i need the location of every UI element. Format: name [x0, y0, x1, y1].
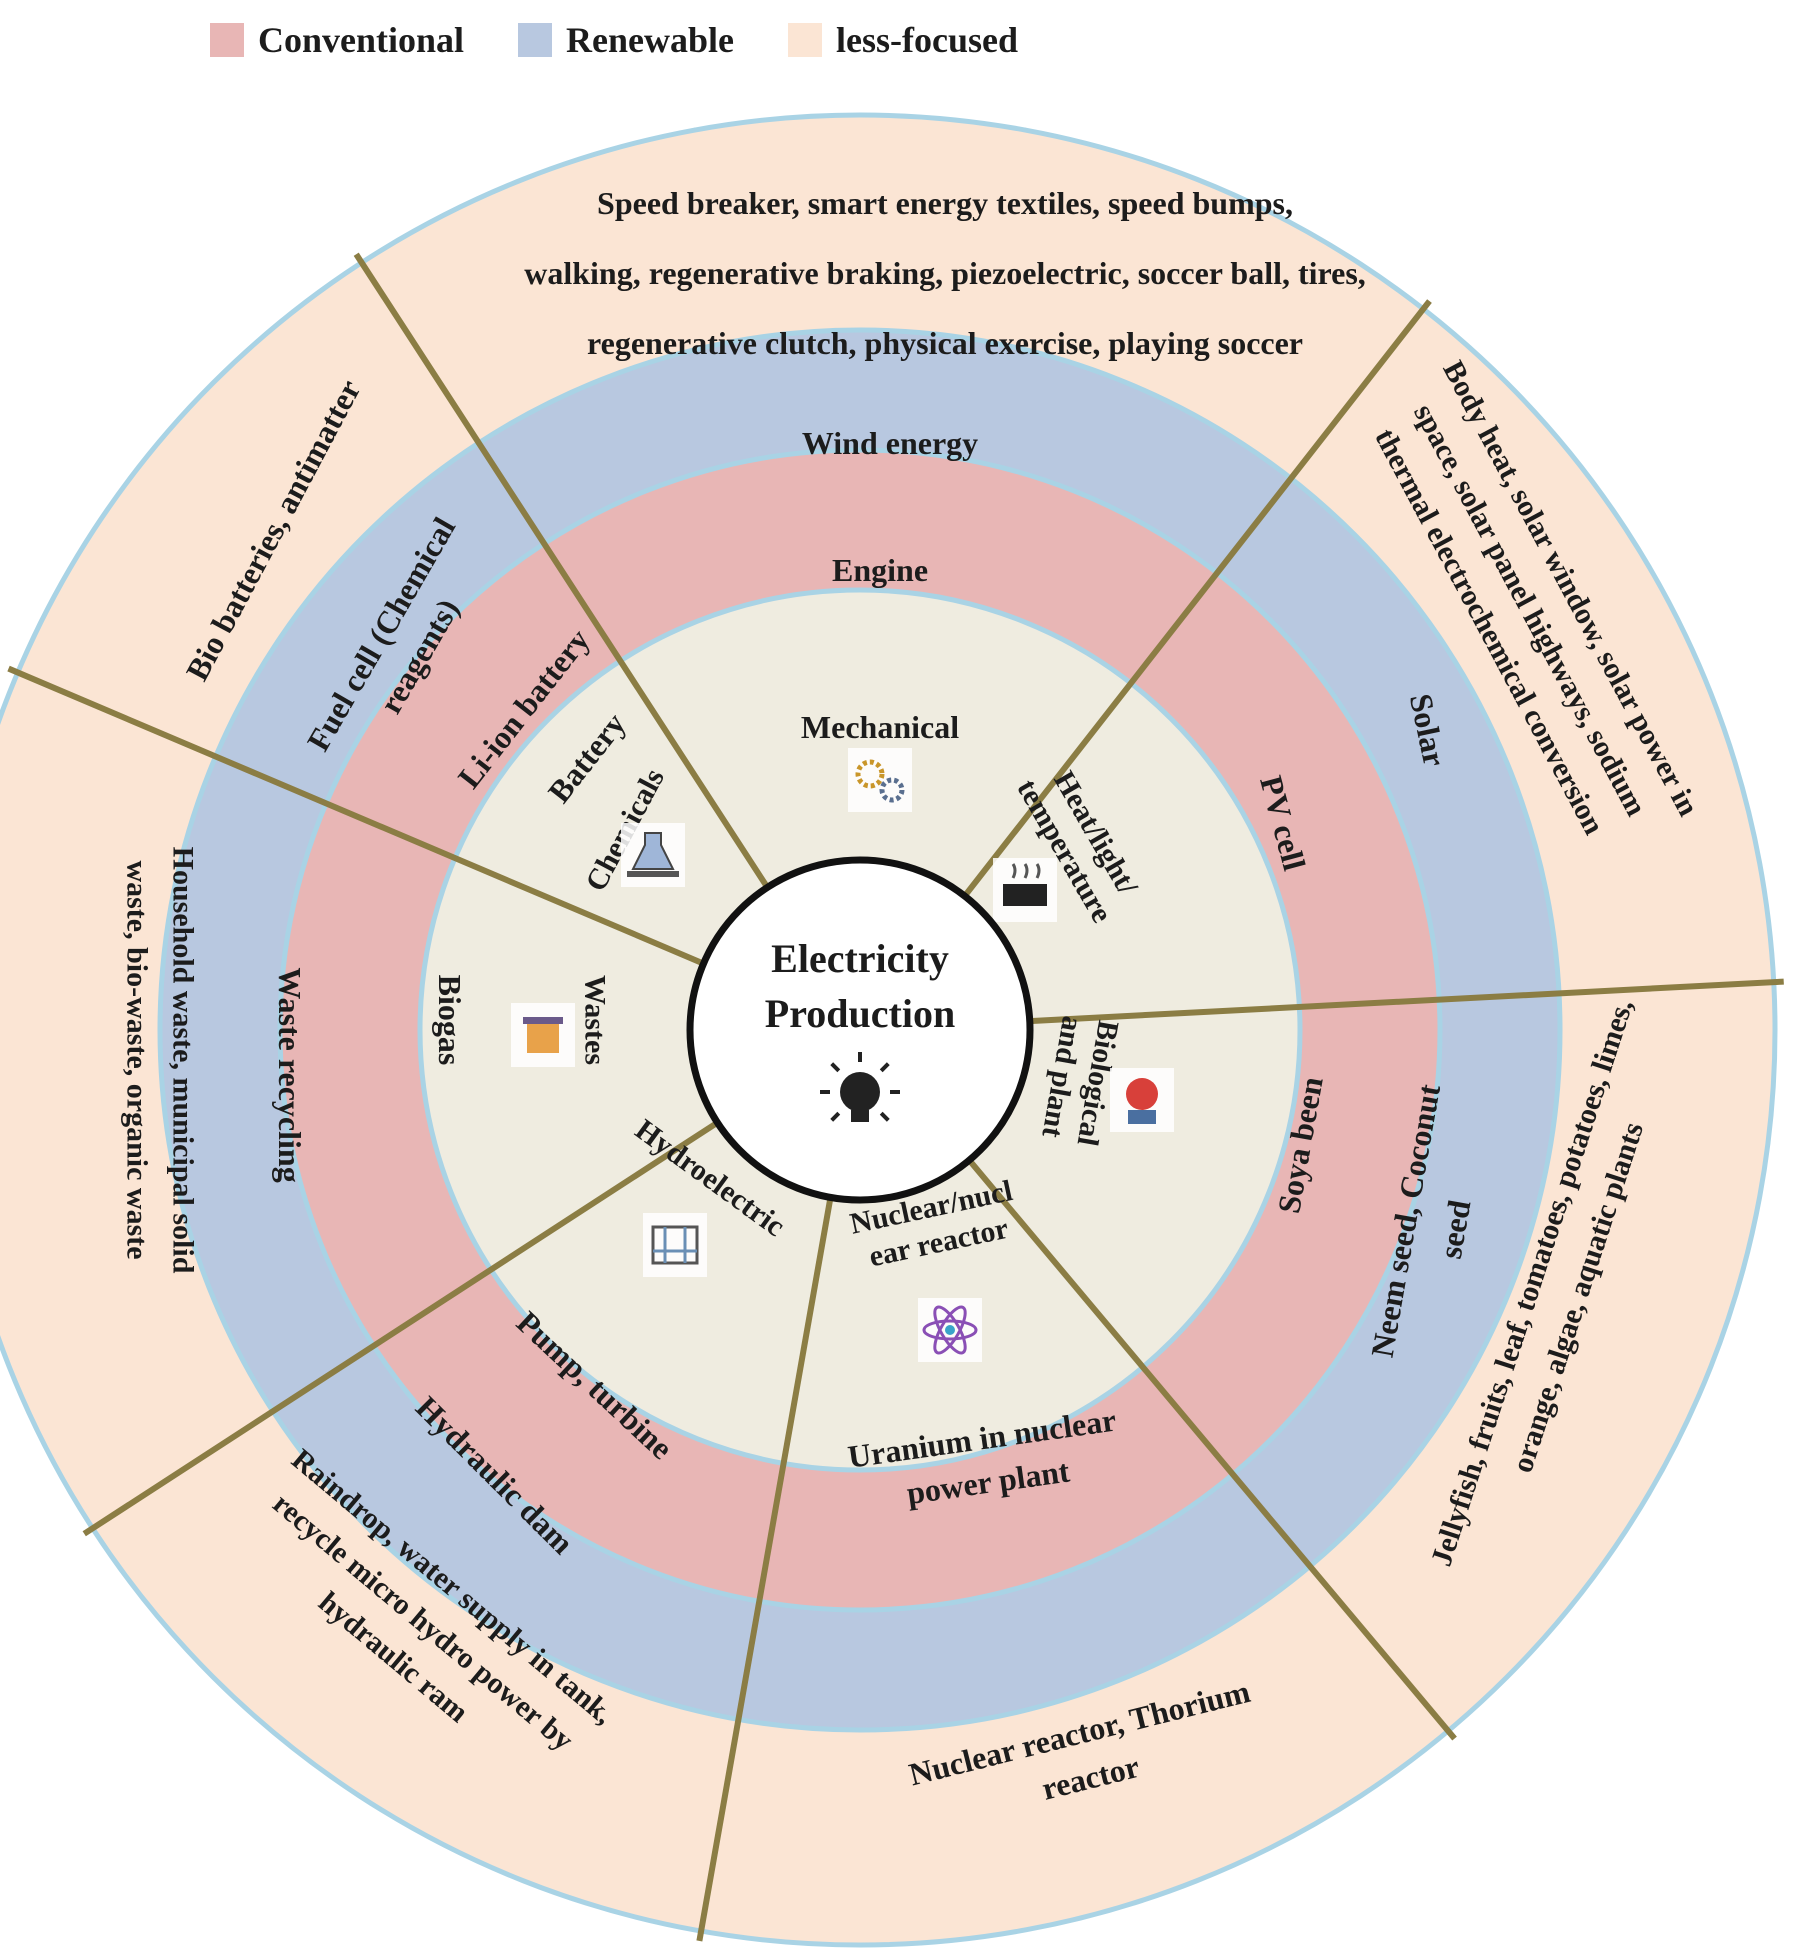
center-hub: Electricity Production: [686, 856, 1034, 1204]
lab-flask-icon: [621, 823, 685, 887]
sector-divider-5: [82, 1120, 720, 1537]
label-line-2: regenerative clutch, physical exercise, …: [587, 325, 1303, 361]
label-line-0: Household waste, municipal solid: [167, 847, 200, 1274]
label-line-1: waste, bio-waste, organic waste: [121, 860, 154, 1259]
label-conventional-wastes: Biogas: [432, 975, 468, 1066]
label-conventional-mechanical: Engine: [832, 552, 928, 588]
source-icons: [511, 748, 1174, 1362]
plant-icon: [1110, 1068, 1174, 1132]
label-less-focused-wastes: Household waste, municipal solid waste, b…: [121, 847, 200, 1274]
center-title-line1: Electricity: [771, 936, 949, 981]
legend-item-less-focused: less-focused: [788, 19, 1018, 61]
label-renewable-mechanical: Wind energy: [802, 425, 978, 461]
sector-divider-1: [962, 299, 1432, 898]
sector-divider-4: [696, 1196, 834, 1942]
label-renewable-wastes: Waste recycling: [272, 967, 308, 1182]
center-title-line2: Production: [765, 991, 955, 1036]
sector-dividers: [7, 252, 1784, 1942]
legend-swatch-renewable: [518, 23, 553, 57]
legend: Conventional Renewable less-focused: [210, 18, 1072, 62]
legend-item-renewable: Renewable: [518, 19, 734, 61]
sector-divider-3: [966, 1158, 1457, 1741]
label-sources-mechanical: Mechanical: [801, 709, 959, 745]
label-line-1: walking, regenerative braking, piezoelec…: [524, 255, 1366, 291]
legend-label-renewable: Renewable: [566, 20, 735, 60]
label-line-0: Biogas: [432, 975, 468, 1066]
legend-swatch-less-focused: [788, 23, 823, 57]
label-line-0: Wastes: [579, 975, 612, 1065]
dam-icon: [643, 1213, 707, 1277]
sector-divider-2: [1029, 978, 1784, 1025]
label-line-0: Wind energy: [802, 425, 978, 461]
center-circle: [686, 856, 1034, 1204]
label-line-0: Speed breaker, smart energy textiles, sp…: [597, 185, 1293, 221]
gears-icon: [848, 748, 912, 812]
legend-label-conventional: Conventional: [258, 20, 465, 60]
label-line-0: Engine: [832, 552, 928, 588]
label-line-0: Mechanical: [801, 709, 959, 745]
light-bulb-icon: [820, 1052, 900, 1122]
sector-divider-6: [7, 665, 705, 967]
label-line-0: Waste recycling: [272, 967, 308, 1182]
trash-bin-icon: [511, 1003, 575, 1067]
atom-icon: [918, 1298, 982, 1362]
legend-label-less-focused: less-focused: [836, 20, 1019, 60]
stove-icon: [993, 858, 1057, 922]
label-less-focused-mechanical: Speed breaker, smart energy textiles, sp…: [524, 185, 1366, 361]
legend-swatch-conventional: [210, 23, 244, 57]
label-sources-wastes: Wastes: [579, 975, 612, 1065]
legend-item-conventional: Conventional: [210, 19, 464, 61]
sector-divider-0: [353, 252, 770, 890]
